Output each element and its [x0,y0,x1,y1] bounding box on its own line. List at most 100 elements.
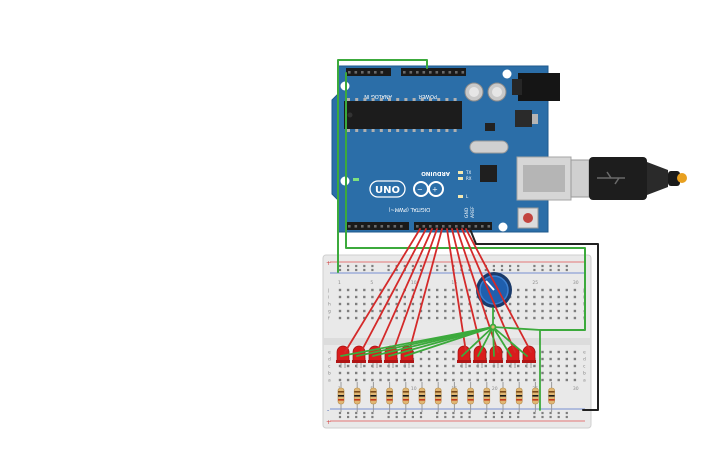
breadboard-hole[interactable] [573,295,577,299]
signal-wire[interactable] [392,228,438,353]
breadboard-hole[interactable] [371,302,374,306]
breadboard-hole[interactable] [557,378,560,382]
breadboard-hole[interactable] [379,309,382,313]
breadboard-hole[interactable] [338,295,342,299]
rail-hole[interactable] [395,415,398,419]
breadboard-hole[interactable] [444,378,447,382]
breadboard-hole[interactable] [549,316,552,320]
breadboard-hole[interactable] [468,371,471,375]
breadboard-hole[interactable] [525,288,528,292]
header-pin[interactable] [448,71,452,74]
breadboard-hole[interactable] [338,378,342,382]
rail-hole[interactable] [419,264,423,268]
rail-hole[interactable] [452,411,455,415]
breadboard-hole[interactable] [395,316,398,320]
breadboard-hole[interactable] [541,378,544,382]
rail-hole[interactable] [403,411,406,415]
rail-hole[interactable] [509,415,512,419]
breadboard-hole[interactable] [427,288,431,292]
breadboard-hole[interactable] [371,364,374,368]
breadboard-hole[interactable] [387,316,390,320]
breadboard-hole[interactable] [363,288,366,292]
breadboard-hole[interactable] [484,364,487,368]
rail-hole[interactable] [347,264,350,268]
breadboard-hole[interactable] [436,302,439,306]
breadboard-hole[interactable] [395,378,398,382]
breadboard-hole[interactable] [452,371,455,375]
breadboard-hole[interactable] [395,288,398,292]
breadboard-hole[interactable] [557,288,560,292]
breadboard-hole[interactable] [355,316,358,320]
rail-hole[interactable] [509,268,512,272]
rail-hole[interactable] [355,415,358,419]
breadboard-hole[interactable] [419,316,423,320]
breadboard-hole[interactable] [476,309,479,313]
breadboard-hole[interactable] [517,309,520,313]
breadboard-hole[interactable] [565,364,568,368]
header-pin[interactable] [442,225,445,228]
breadboard-hole[interactable] [533,309,536,313]
breadboard-hole[interactable] [541,302,544,306]
header-pin[interactable] [367,71,371,74]
breadboard-hole[interactable] [363,364,366,368]
signal-wire[interactable] [461,228,516,353]
breadboard-hole[interactable] [395,302,398,306]
breadboard-hole[interactable] [541,316,544,320]
signal-wire[interactable] [360,228,427,353]
rail-hole[interactable] [363,268,366,272]
breadboard-hole[interactable] [517,371,520,375]
rail-hole[interactable] [338,268,342,272]
breadboard-hole[interactable] [403,378,406,382]
breadboard-hole[interactable] [549,357,552,361]
breadboard-hole[interactable] [517,364,520,368]
breadboard-hole[interactable] [476,371,479,375]
rail-hole[interactable] [557,264,560,268]
breadboard-hole[interactable] [436,350,439,354]
breadboard-hole[interactable] [460,378,463,382]
header-pin[interactable] [387,225,390,228]
breadboard-hole[interactable] [403,309,406,313]
header-pin[interactable] [455,225,458,228]
breadboard-hole[interactable] [565,357,568,361]
breadboard-hole[interactable] [338,309,342,313]
breadboard-hole[interactable] [460,302,463,306]
breadboard-hole[interactable] [525,371,528,375]
breadboard-hole[interactable] [436,371,439,375]
rail-hole[interactable] [492,411,495,415]
rail-hole[interactable] [557,415,560,419]
breadboard-hole[interactable] [525,295,528,299]
breadboard-hole[interactable] [541,295,544,299]
breadboard-hole[interactable] [492,378,496,382]
rail-hole[interactable] [436,411,439,415]
breadboard-hole[interactable] [525,316,528,320]
rail-hole[interactable] [387,415,390,419]
breadboard-hole[interactable] [533,288,536,292]
breadboard-hole[interactable] [419,350,423,354]
breadboard-hole[interactable] [355,364,358,368]
rail-hole[interactable] [557,268,560,272]
breadboard-hole[interactable] [460,309,463,313]
breadboard-hole[interactable] [476,302,479,306]
breadboard-hole[interactable] [557,295,560,299]
breadboard-hole[interactable] [387,295,390,299]
breadboard-hole[interactable] [371,378,374,382]
rail-hole[interactable] [411,264,414,268]
breadboard-hole[interactable] [411,302,415,306]
breadboard-hole[interactable] [363,302,366,306]
digital-header-low[interactable] [346,222,409,230]
rail-hole[interactable] [549,411,552,415]
power-header[interactable] [401,68,466,76]
breadboard-hole[interactable] [444,288,447,292]
breadboard-hole[interactable] [500,316,504,320]
rail-hole[interactable] [517,264,520,268]
breadboard-hole[interactable] [355,302,358,306]
breadboard-hole[interactable] [452,364,455,368]
breadboard-hole[interactable] [403,302,406,306]
breadboard-hole[interactable] [379,295,382,299]
breadboard-hole[interactable] [436,364,439,368]
breadboard-hole[interactable] [395,295,398,299]
rail-hole[interactable] [500,264,504,268]
breadboard-hole[interactable] [411,288,415,292]
breadboard-hole[interactable] [379,378,382,382]
breadboard-hole[interactable] [452,316,455,320]
